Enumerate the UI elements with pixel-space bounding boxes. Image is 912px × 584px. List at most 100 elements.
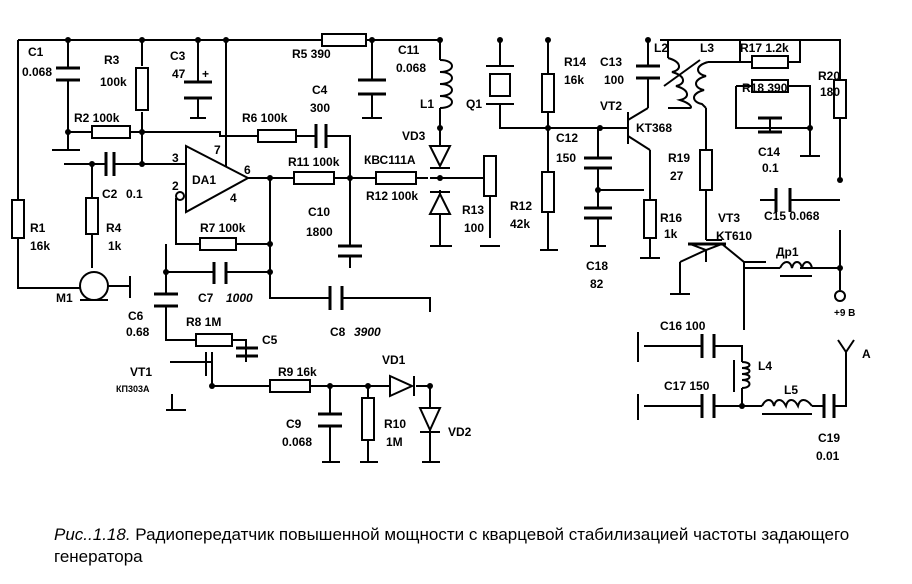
label-c14-value: 0.1 <box>762 161 779 175</box>
label-r10-value: 1M <box>386 435 403 449</box>
label-c11: C11 <box>398 43 420 57</box>
transistor-vt2 <box>597 125 603 131</box>
transistor-vt1 <box>205 352 213 376</box>
label-dr1: Др1 <box>776 245 799 259</box>
label-pin3: 3 <box>172 151 179 165</box>
inductor-l3 <box>693 61 709 109</box>
label-r5: R5 390 <box>292 47 331 61</box>
label-c6: C6 <box>128 309 144 323</box>
label-da1: DA1 <box>192 173 216 187</box>
label-r16: R16 <box>660 211 682 225</box>
label-antenna: A <box>862 347 871 361</box>
label-c1: C1 <box>28 45 44 59</box>
resistor-r11 <box>293 171 335 185</box>
label-r7: R7 100k <box>200 221 246 235</box>
capacitor-c5 <box>236 346 258 358</box>
label-vt3: VT3 <box>718 211 740 225</box>
label-c11-value: 0.068 <box>396 61 426 75</box>
resistor-r19 <box>699 149 713 191</box>
label-r17: R17 1.2k <box>740 41 789 55</box>
label-c12: C12 <box>556 131 578 145</box>
label-c16: C16 100 <box>660 319 706 333</box>
label-kbc111a: КВС111А <box>364 153 416 167</box>
label-vt3-type: KT610 <box>716 229 752 243</box>
label-r18: R18 390 <box>742 81 788 95</box>
label-r4: R4 <box>106 221 122 235</box>
label-r2: R2 100k <box>74 111 120 125</box>
label-c13: C13 <box>600 55 622 69</box>
resistor-r7 <box>199 237 237 251</box>
label-r20: R20 <box>818 69 840 83</box>
label-c2: C2 <box>102 187 118 201</box>
choke-dr1 <box>744 261 813 277</box>
label-r11: R11 100k <box>288 155 340 169</box>
capacitor-c6 <box>154 292 178 308</box>
label-pin7: 7 <box>214 143 221 157</box>
diode-vd3 <box>428 191 452 215</box>
resistor-r2 <box>91 125 131 139</box>
label-c19: C19 <box>818 431 840 445</box>
label-r12b-value: 42k <box>510 217 530 231</box>
resistor-r8 <box>195 333 233 347</box>
label-l5: L5 <box>784 383 798 397</box>
capacitor-c3 <box>184 80 212 100</box>
resistor-r6 <box>257 129 297 143</box>
label-c19-value: 0.01 <box>816 449 840 463</box>
resistor-r12b <box>541 171 555 213</box>
junction-dots <box>65 37 843 409</box>
resistor-r12a <box>375 171 417 185</box>
label-vd3: VD3 <box>402 129 426 143</box>
capacitor-c1 <box>56 66 80 82</box>
label-c3: C3 <box>170 49 186 63</box>
label-r16-value: 1k <box>664 227 678 241</box>
label-l2: L2 <box>654 41 668 55</box>
label-r3: R3 <box>104 53 120 67</box>
label-r10: R10 <box>384 417 406 431</box>
resistor-r1 <box>11 199 25 239</box>
inductor-l5 <box>761 399 813 415</box>
label-q1: Q1 <box>466 97 482 111</box>
capacitor-c14 <box>758 116 782 134</box>
label-c5: C5 <box>262 333 278 347</box>
figure-caption: Рис..1.18. Радиопередатчик повышенной мо… <box>54 524 894 568</box>
varicap-kbc111a <box>428 145 452 169</box>
diodes <box>389 145 452 433</box>
label-c2-value: 0.1 <box>126 187 143 201</box>
resistor-r16 <box>643 199 657 239</box>
capacitor-c13 <box>636 64 660 80</box>
label-supply: +9 В <box>834 308 855 319</box>
resistor-r9 <box>269 379 311 393</box>
label-r3-value: 100k <box>100 75 127 89</box>
label-vt1-type: КП303А <box>116 384 150 394</box>
label-r12b: R12 <box>510 199 532 213</box>
label-c7: C7 <box>198 291 214 305</box>
component-labels: C1 0.068 R3 100k C3 47 + R5 390 C11 0.06… <box>22 41 871 463</box>
label-r6: R6 100k <box>242 111 288 125</box>
label-c4: C4 <box>312 83 328 97</box>
inductor-l1 <box>439 59 453 109</box>
diode-vd1 <box>389 374 415 398</box>
label-c8-value: 3900 <box>354 325 381 339</box>
label-c14: C14 <box>758 145 780 159</box>
capacitor-c9 <box>318 412 342 428</box>
label-c8: C8 <box>330 325 346 339</box>
label-c4-value: 300 <box>310 101 330 115</box>
capacitor-c7 <box>212 262 228 284</box>
caption-figure-label: Рис..1.18. <box>54 525 131 544</box>
label-c7-value: 1000 <box>226 291 253 305</box>
label-pin2: 2 <box>172 179 179 193</box>
label-c12-value: 150 <box>556 151 576 165</box>
caption-text: Радиопередатчик повышенной мощности с кв… <box>54 525 850 566</box>
label-c9-value: 0.068 <box>282 435 312 449</box>
label-r1: R1 <box>30 221 46 235</box>
label-r14-value: 16k <box>564 73 584 87</box>
capacitor-c8 <box>328 286 344 310</box>
label-r14: R14 <box>564 55 586 69</box>
label-vt2: VT2 <box>600 99 622 113</box>
label-r20-value: 180 <box>820 85 840 99</box>
label-c9: C9 <box>286 417 302 431</box>
label-c10: C10 <box>308 205 330 219</box>
crystal-q1 <box>486 65 514 105</box>
capacitor-c16 <box>700 334 716 358</box>
resistor-r10 <box>361 397 375 441</box>
